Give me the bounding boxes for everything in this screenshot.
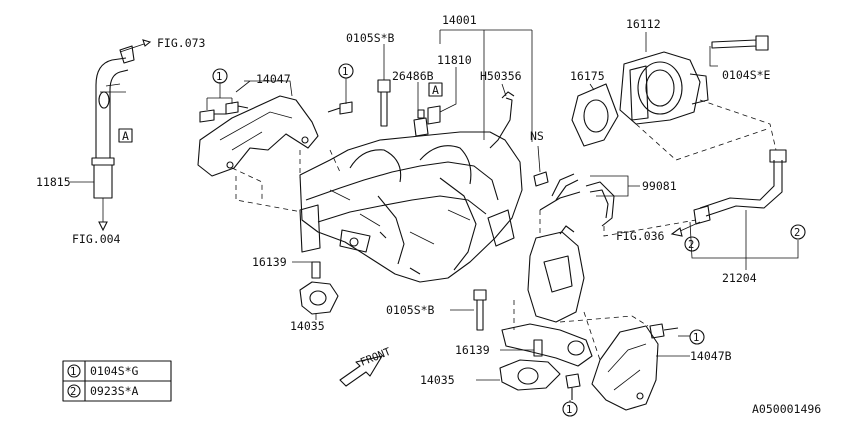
pcv-hose-11815 — [91, 45, 135, 199]
label-16139-lower: 16139 — [455, 343, 490, 357]
hose-h50356 — [489, 91, 515, 149]
label-16139-left: 16139 — [252, 255, 287, 269]
label-14035-lower: 14035 — [420, 373, 455, 387]
label-11815: 11815 — [36, 175, 71, 189]
label-11810: 11810 — [437, 53, 472, 67]
bolt-0105s-b-top — [377, 79, 391, 127]
legend-row-2-part: 0923S*A — [90, 384, 139, 398]
gasket-14035-right — [499, 323, 593, 391]
label-16112: 16112 — [626, 17, 661, 31]
legend-num-1: 1 — [70, 366, 76, 378]
bracket-14047 — [197, 95, 319, 177]
bolts-14047b — [565, 323, 679, 400]
intake-manifold-14001 — [299, 131, 523, 283]
front-arrow — [339, 355, 383, 387]
label-ns: NS — [530, 129, 544, 143]
bolt-0104s-e — [711, 35, 769, 51]
label-box-a-left: A — [122, 129, 129, 143]
label-26486b: 26486B — [392, 69, 434, 83]
hoses-99081 — [539, 173, 615, 227]
bracket-14047b — [591, 325, 659, 411]
label-16175: 16175 — [570, 69, 605, 83]
connector-ns — [533, 171, 549, 187]
label-0104s-e: 0104S*E — [722, 68, 771, 82]
label-14035-left: 14035 — [290, 319, 325, 333]
sensor-26486b — [413, 109, 429, 137]
callout-num-1c: 1 — [693, 332, 699, 344]
callout-num-2b: 2 — [794, 227, 800, 239]
label-0105s-b-top: 0105S*B — [346, 31, 395, 45]
label-14047b: 14047B — [690, 349, 732, 363]
label-fig036: FIG.036 — [616, 229, 665, 243]
label-0105s-b-lower: 0105S*B — [386, 303, 435, 317]
throttle-body-16112 — [619, 51, 709, 125]
gasket-14035-left — [299, 261, 339, 315]
bolt-0105s-b-lower — [473, 289, 487, 331]
label-fig004: FIG.004 — [72, 232, 121, 246]
callout-box-a-center — [428, 82, 443, 97]
callout-box-a-left — [118, 128, 133, 143]
legend-num-2: 2 — [70, 386, 76, 398]
label-99081: 99081 — [642, 179, 677, 193]
callout-num-1a: 1 — [216, 71, 222, 83]
label-14001: 14001 — [442, 13, 477, 27]
label-21204: 21204 — [722, 271, 757, 285]
bolts-left — [199, 101, 353, 123]
callout-num-1d: 1 — [566, 404, 572, 416]
hose-21204 — [693, 149, 787, 225]
gasket-16175 — [571, 83, 619, 147]
label-box-a-center: A — [432, 83, 439, 97]
callout-circles — [212, 63, 806, 417]
legend-table: 1 2 0104S*G 0923S*A — [62, 360, 172, 402]
manifold-right-end — [527, 225, 585, 323]
callout-num-2a: 2 — [688, 239, 694, 251]
label-drawing-id: A050001496 — [752, 402, 821, 416]
valve-11810 — [427, 105, 441, 125]
legend-row-1-part: 0104S*G — [90, 364, 139, 378]
label-fig073: FIG.073 — [157, 36, 206, 50]
label-14047: 14047 — [256, 72, 291, 86]
callout-num-1b: 1 — [342, 66, 348, 78]
label-h50356: H50356 — [480, 69, 522, 83]
